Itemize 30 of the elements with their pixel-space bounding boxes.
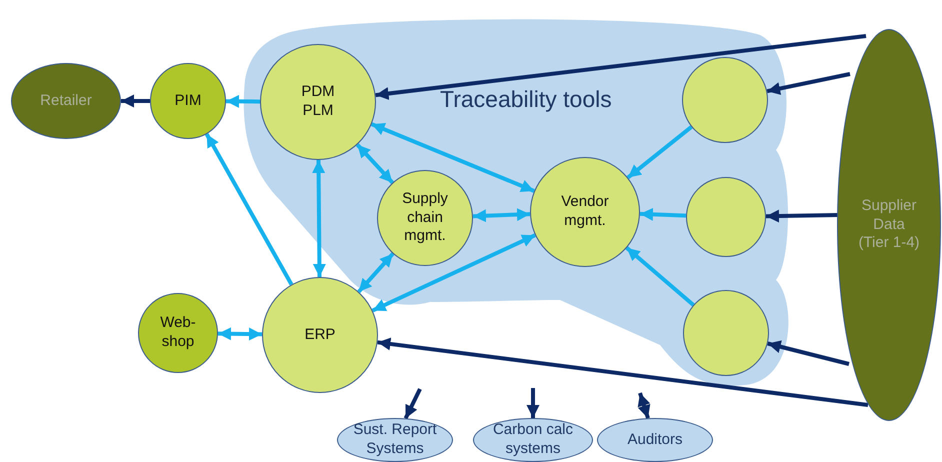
arrow — [312, 160, 326, 278]
region-title: Traceability tools — [440, 86, 612, 113]
output-ellipse: Auditors — [597, 418, 713, 462]
arrow — [372, 233, 536, 312]
ellipse-node: Supplier Data (Tier 1-4) — [837, 29, 941, 421]
arrow — [204, 133, 294, 286]
arrow — [638, 392, 650, 419]
arrow — [226, 94, 260, 108]
system-circle: PIM — [150, 63, 226, 139]
arrow — [357, 252, 394, 294]
system-circle: Web-shop — [138, 293, 218, 373]
arrow — [472, 208, 530, 222]
arrow — [121, 94, 150, 108]
output-ellipse: Carbon calc systems — [473, 418, 593, 462]
arrow — [767, 340, 850, 366]
arrow — [356, 143, 394, 184]
arrow — [404, 388, 422, 420]
arrow — [370, 122, 535, 193]
arrow — [626, 125, 693, 180]
arrow — [640, 208, 686, 221]
system-circle: ERP — [262, 277, 378, 393]
arrow — [625, 246, 695, 307]
output-ellipse: Sust. Report Systems — [337, 418, 453, 462]
arrow — [375, 34, 866, 100]
arrow — [377, 338, 868, 407]
arrow — [526, 388, 540, 418]
arrow — [218, 327, 262, 341]
arrow — [766, 72, 850, 95]
arrow — [766, 210, 838, 223]
ellipse-node: Retailer — [11, 63, 121, 139]
